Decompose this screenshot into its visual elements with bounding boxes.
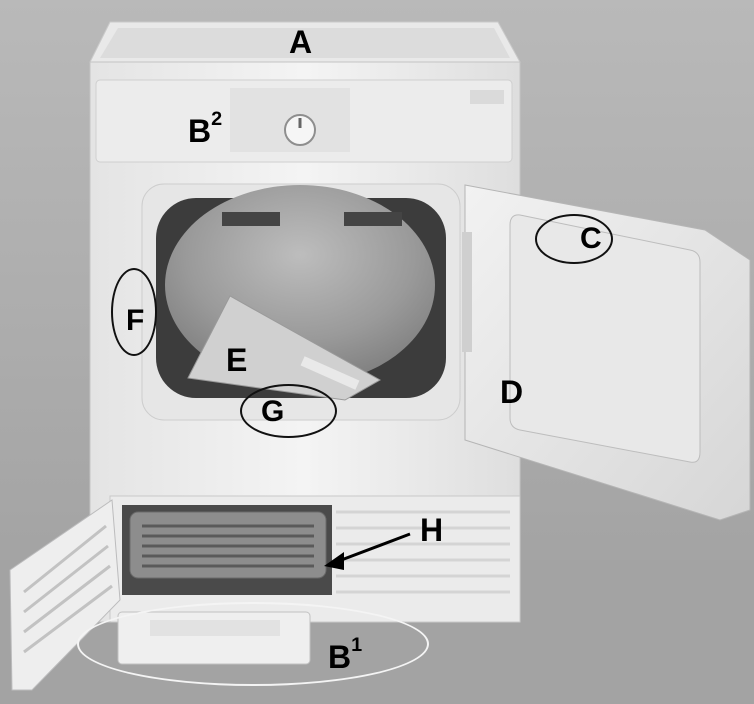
marker-c bbox=[535, 214, 613, 264]
dryer-top-inset bbox=[100, 28, 510, 58]
door-hinge bbox=[462, 232, 472, 352]
filter-slots bbox=[142, 524, 314, 568]
h-arrow-head bbox=[324, 552, 344, 570]
drum-vents bbox=[222, 212, 402, 226]
brand-badge bbox=[470, 90, 504, 104]
lower-grille bbox=[336, 510, 510, 594]
label-e: E bbox=[226, 342, 248, 378]
marker-g bbox=[240, 384, 337, 438]
marker-b1 bbox=[77, 602, 429, 686]
label-b1: B1 bbox=[328, 634, 363, 675]
label-a: A bbox=[289, 24, 313, 60]
label-h: H bbox=[420, 512, 444, 548]
program-dial bbox=[284, 114, 316, 146]
door-inner-panel bbox=[509, 214, 701, 463]
h-arrow-line bbox=[335, 532, 411, 564]
label-d: D bbox=[500, 374, 524, 410]
label-g: G bbox=[261, 395, 285, 428]
label-f: F bbox=[126, 304, 145, 337]
hatch-ribs bbox=[23, 524, 113, 654]
marker-f bbox=[111, 268, 157, 356]
label-c: C bbox=[580, 222, 602, 255]
label-b2: B2 bbox=[188, 108, 223, 149]
